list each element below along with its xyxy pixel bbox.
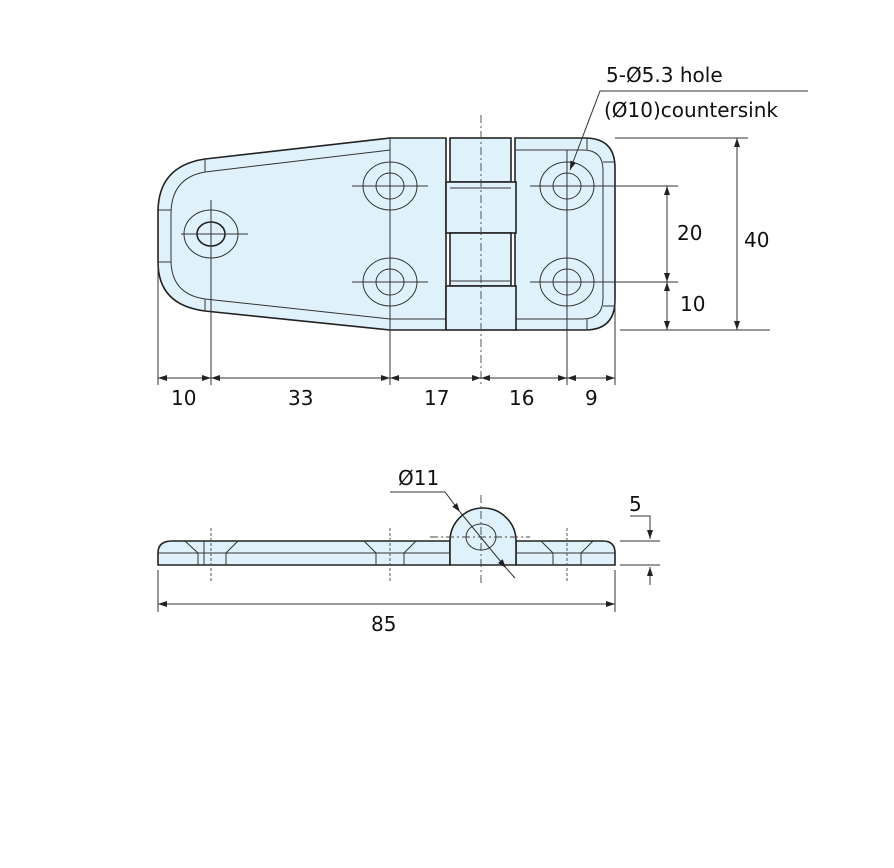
hole-note-line1: 5-Ø5.3 hole	[606, 63, 723, 87]
dim-length-85: 85	[371, 612, 396, 636]
dim-40: 40	[744, 228, 769, 252]
dim-16: 16	[509, 386, 534, 410]
horizontal-dimensions	[158, 90, 808, 381]
dim-9: 9	[585, 386, 598, 410]
side-view: Ø11 5 85	[157, 466, 660, 636]
dim-20: 20	[677, 221, 702, 245]
top-view: 10 33 17 16 9 20 10 40 5-Ø5.3 hole (Ø10)…	[157, 63, 808, 410]
dim-10-right: 10	[680, 292, 705, 316]
dim-17: 17	[424, 386, 449, 410]
dim-33: 33	[288, 386, 313, 410]
knuckle-profile	[449, 507, 517, 566]
hole-note-line2: (Ø10)countersink	[604, 98, 778, 122]
dim-10-left: 10	[171, 386, 196, 410]
dim-diameter-11: Ø11	[398, 466, 439, 490]
right-leaf	[514, 137, 616, 331]
dim-thickness-5: 5	[629, 492, 642, 516]
